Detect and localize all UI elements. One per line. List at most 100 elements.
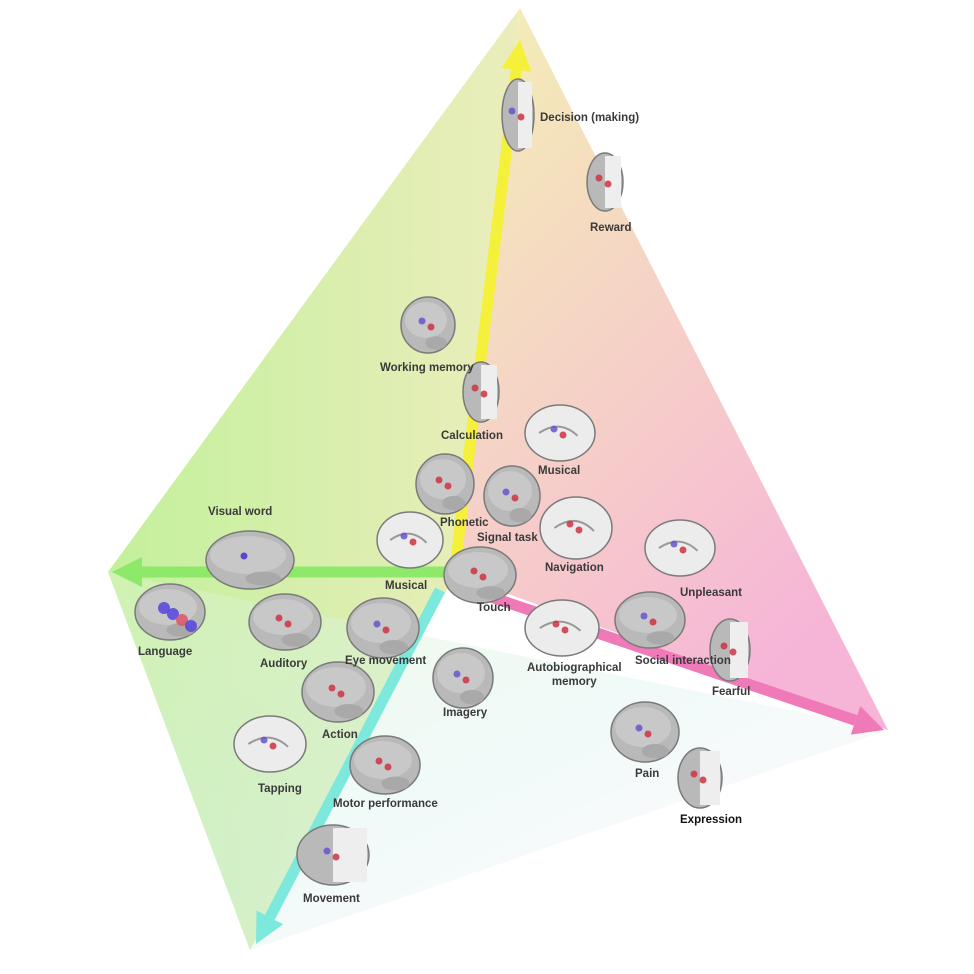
activation-dot [649,618,657,626]
term-label-signal-task: Signal task [477,532,538,544]
term-label-touch: Touch [477,602,511,614]
activation-dot [382,626,390,634]
activation-dot [375,757,383,765]
term-label-expression: Expression [680,814,742,826]
brain-image-musical-lower [376,511,444,569]
brain-image-phonetic [415,453,475,515]
activation-dot [185,620,197,632]
activation-dot [575,526,583,534]
brain-image-visual-word [205,530,295,590]
activation-dot [550,425,558,433]
activation-dot [176,614,188,626]
activation-dot [566,520,574,528]
activation-dot [260,736,268,744]
brain-image-working-memory [400,296,456,354]
activation-dot [644,730,652,738]
term-label-pain: Pain [635,768,660,780]
term-label-calculation: Calculation [441,430,503,442]
brain-image-calculation [462,361,500,423]
activation-dot [471,384,479,392]
brain-image-touch [443,546,517,604]
term-label-navigation: Navigation [545,562,604,574]
activation-dot [511,494,519,502]
activation-dot [470,567,478,575]
activation-dot [328,684,336,692]
brain-image-action [301,661,375,723]
brain-image-movement [296,824,370,886]
brain-image-musical-upper [524,404,596,462]
activation-dot [595,174,603,182]
term-label-phonetic: Phonetic [440,517,489,529]
brain-image-autobiographical-memory [524,599,600,657]
activation-dot [337,690,345,698]
brain-image-decision [501,78,535,152]
activation-dot [462,676,470,684]
activation-dot [167,608,179,620]
activation-dot [552,620,560,628]
brain-image-language [134,583,206,641]
term-label-reward: Reward [590,222,632,234]
activation-dot [332,853,340,861]
activation-dot [269,742,277,750]
activation-dot [635,724,643,732]
term-label-visual-word: Visual word [208,506,273,518]
term-label-decision: Decision (making) [540,112,640,124]
activation-dot [720,642,728,650]
activation-dot [561,626,569,634]
brain-image-fearful [709,618,751,682]
term-label-auditory: Auditory [260,658,308,670]
activation-dot [453,670,461,678]
activation-dot [508,107,516,115]
face-front [250,575,888,950]
activation-dot [418,317,426,325]
brain-image-signal-task [483,465,541,527]
activation-dot [384,763,392,771]
axis-arrow-left [112,557,455,587]
term-label-fearful: Fearful [712,686,751,698]
brain-image-social-interaction [614,591,686,649]
brain-image-auditory [248,593,322,651]
term-label-working-memory: Working memory [380,362,474,374]
brain-image-expression [677,747,723,809]
brain-image-imagery [432,647,494,709]
activation-dot [640,612,648,620]
term-label-musical-lower: Musical [385,580,428,592]
term-label-language: Language [138,646,193,658]
term-label-eye-movement: Eye movement [345,655,427,667]
activation-dot [435,476,443,484]
activation-dot [373,620,381,628]
brain-image-eye-movement [346,597,420,659]
term-label-social-interaction: Social interaction [635,655,731,667]
term-label-action: Action [322,729,358,741]
activation-dot [275,614,283,622]
term-label-autobiographical-memory: Autobiographical memory [527,662,622,688]
brain-image-unpleasant [644,519,716,577]
activation-dot [670,540,678,548]
brain-image-reward [586,152,624,212]
activation-dot [699,776,707,784]
activation-dot [690,770,698,778]
brain-image-motor-performance [349,735,421,795]
activation-dot [240,552,248,560]
activation-dot [158,602,170,614]
term-label-musical-upper: Musical [538,465,581,477]
activation-dot [517,113,525,121]
activation-dot [559,431,567,439]
activation-dot [444,482,452,490]
activation-dot [502,488,510,496]
term-label-imagery: Imagery [443,707,488,719]
term-label-tapping: Tapping [258,783,302,795]
brain-image-navigation [539,496,613,560]
term-label-unpleasant: Unpleasant [680,587,742,599]
activation-dot [679,546,687,554]
brain-image-pain [610,701,680,763]
activation-dot [284,620,292,628]
term-label-motor-performance: Motor performance [333,798,438,810]
term-label-movement: Movement [303,893,360,905]
activation-dot [729,648,737,656]
activation-dot [479,573,487,581]
activation-dot [400,532,408,540]
brain-image-tapping [233,715,307,773]
